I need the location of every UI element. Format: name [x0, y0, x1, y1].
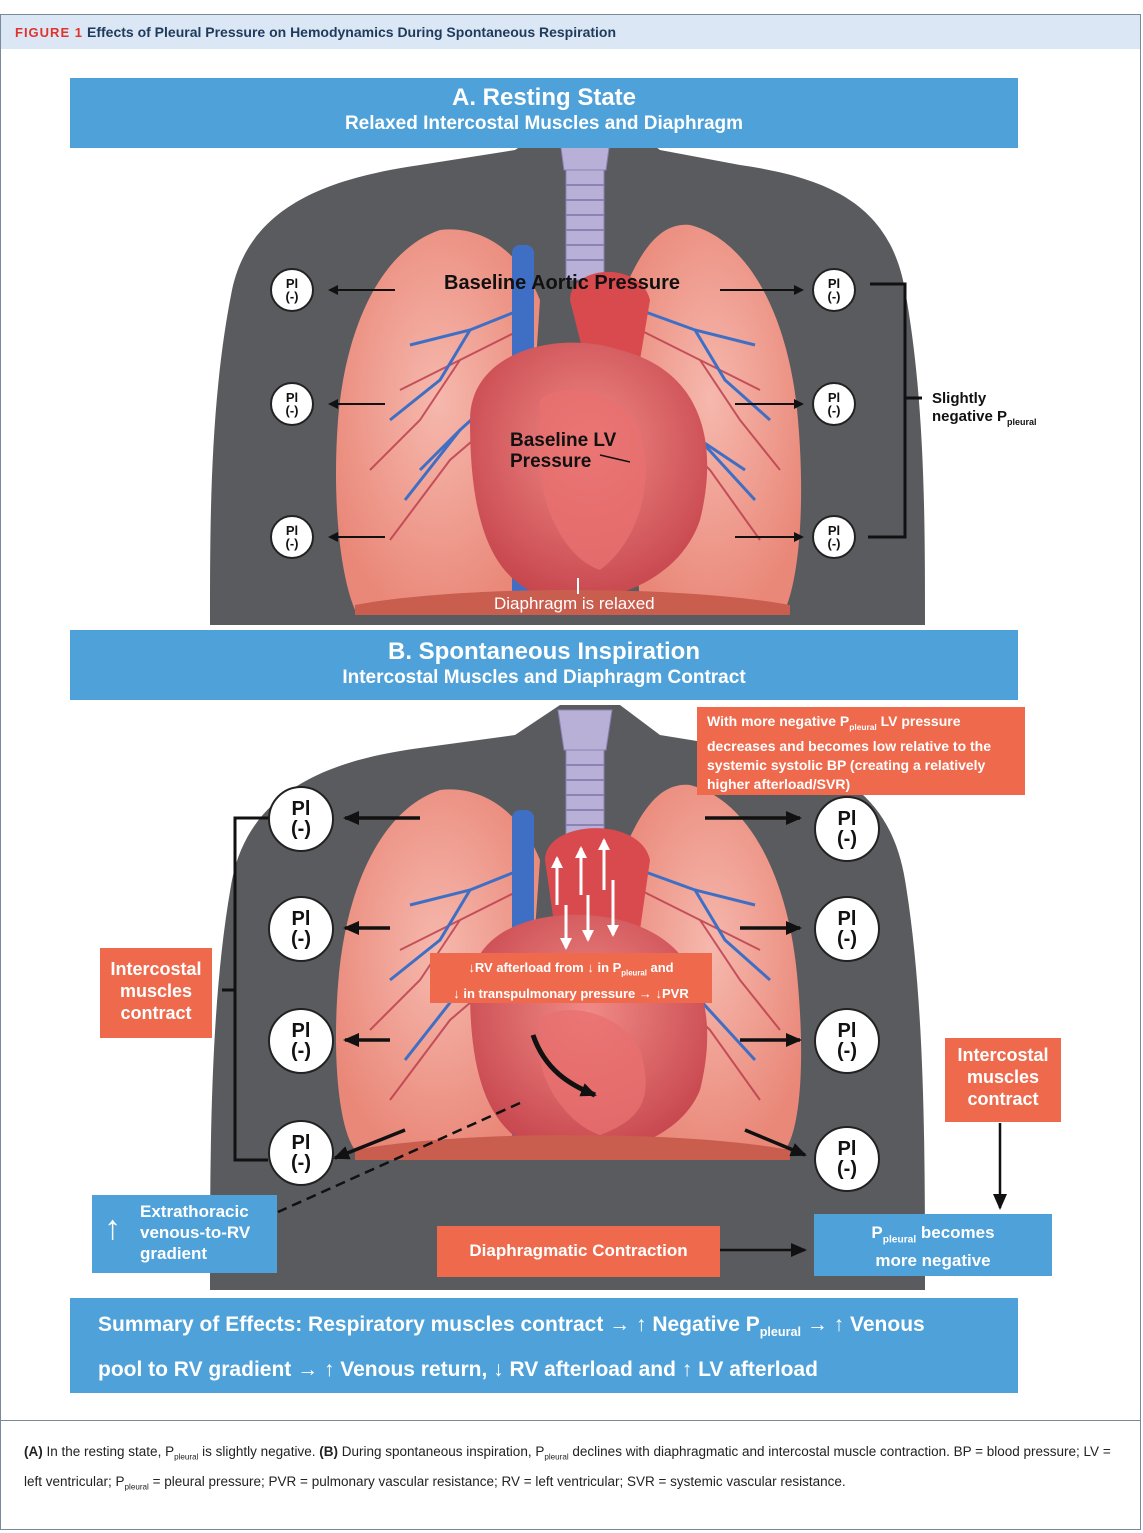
caption-b-sub2: pleural: [125, 1482, 149, 1491]
trachea-a: [558, 125, 612, 280]
rv-callout-line1b: and: [647, 960, 674, 975]
lv-callout-sub: pleural: [849, 722, 876, 732]
lv-callout-pre: With more negative P: [707, 713, 849, 729]
caption-b-text3: = pleural pressure; PVR = pulmonary vasc…: [149, 1474, 846, 1489]
pl-circle-b-right-2: Pl(-): [814, 896, 880, 962]
pleural-box-line2: more negative: [820, 1250, 1046, 1271]
panel-a-banner: A. Resting State Relaxed Intercostal Mus…: [70, 78, 1018, 148]
caption-a-text1: In the resting state, P: [43, 1444, 174, 1459]
rv-callout-sub: pleural: [621, 969, 647, 978]
baseline-lv-line2: Pressure: [510, 451, 616, 472]
pleural-box-sub: pleural: [883, 1234, 916, 1245]
slightly-negative-sub: pleural: [1007, 417, 1037, 427]
lv-pressure-callout: With more negative Ppleural LV pressure …: [697, 707, 1025, 795]
diaphragmatic-contraction-box: Diaphragmatic Contraction: [437, 1226, 720, 1277]
caption-divider: [1, 1420, 1140, 1421]
intercostal-right-box: Intercostal muscles contract: [945, 1038, 1061, 1122]
trachea-b: [558, 710, 612, 840]
caption-a-text2: is slightly negative.: [198, 1444, 319, 1459]
caption-b-text1: During spontaneous inspiration, P: [338, 1444, 544, 1459]
slightly-negative-label: Slightly negative Ppleural: [932, 390, 1037, 431]
caption-b-sub1: pleural: [544, 1453, 568, 1462]
baseline-aortic-label: Baseline Aortic Pressure: [444, 272, 680, 295]
pl-circle-a-left-1: Pl(-): [270, 268, 314, 312]
figure-caption: (A) In the resting state, Ppleural is sl…: [24, 1440, 1119, 1499]
pl-circle-b-right-3: Pl(-): [814, 1008, 880, 1074]
pl-circle-a-left-2: Pl(-): [270, 382, 314, 426]
pl-circle-b-right-4: Pl(-): [814, 1126, 880, 1192]
pleural-box-p: P: [871, 1223, 882, 1242]
venous-gradient-box: ↑ Extrathoracic venous-to-RV gradient: [92, 1195, 277, 1273]
panel-a-heading: A. Resting State: [70, 84, 1018, 112]
pleural-negative-box: Ppleural becomes more negative: [814, 1214, 1052, 1276]
rv-callout-line2: ↓ in transpulmonary pressure → ↓PVR: [436, 984, 706, 1004]
summary-sub: pleural: [760, 1325, 801, 1339]
panel-a-subheading: Relaxed Intercostal Muscles and Diaphrag…: [70, 112, 1018, 136]
pl-circle-a-right-2: Pl(-): [812, 382, 856, 426]
baseline-lv-line1: Baseline LV: [510, 430, 616, 451]
intercostal-left-box: Intercostal muscles contract: [100, 948, 212, 1038]
pl-circle-b-right-1: Pl(-): [814, 796, 880, 862]
rv-afterload-callout: ↓RV afterload from ↓ in Ppleural and ↓ i…: [430, 953, 712, 1003]
panel-b-banner: B. Spontaneous Inspiration Intercostal M…: [70, 630, 1018, 700]
baseline-lv-label: Baseline LV Pressure: [510, 430, 616, 472]
pl-circle-a-left-3: Pl(-): [270, 515, 314, 559]
panel-b-heading: B. Spontaneous Inspiration: [70, 638, 1018, 666]
pl-circle-b-left-1: Pl(-): [268, 786, 334, 852]
venous-box-text: Extrathoracic venous-to-RV gradient: [140, 1202, 250, 1263]
summary-line1a: Summary of Effects: Respiratory muscles …: [98, 1313, 760, 1336]
caption-b-tag: (B): [319, 1444, 338, 1459]
panel-b-subheading: Intercostal Muscles and Diaphragm Contra…: [70, 666, 1018, 690]
summary-line1b: → ↑ Venous: [801, 1313, 925, 1336]
pl-circle-b-left-4: Pl(-): [268, 1120, 334, 1186]
rv-callout-line1a: ↓RV afterload from ↓ in P: [468, 960, 621, 975]
summary-box: Summary of Effects: Respiratory muscles …: [70, 1298, 1018, 1393]
pl-circle-b-left-3: Pl(-): [268, 1008, 334, 1074]
slightly-negative-line2: negative P: [932, 408, 1007, 425]
venous-up-arrow: ↑: [104, 1211, 121, 1245]
caption-a-sub: pleural: [174, 1453, 198, 1462]
pl-circle-a-right-1: Pl(-): [812, 268, 856, 312]
summary-line2: pool to RV gradient → ↑ Venous return, ↓…: [98, 1351, 990, 1389]
slightly-negative-line1: Slightly: [932, 390, 1037, 408]
caption-a-tag: (A): [24, 1444, 43, 1459]
pl-circle-a-right-3: Pl(-): [812, 515, 856, 559]
pleural-box-becomes: becomes: [916, 1223, 994, 1242]
diaphragm-relaxed-label: Diaphragm is relaxed: [494, 594, 655, 614]
pl-circle-b-left-2: Pl(-): [268, 896, 334, 962]
